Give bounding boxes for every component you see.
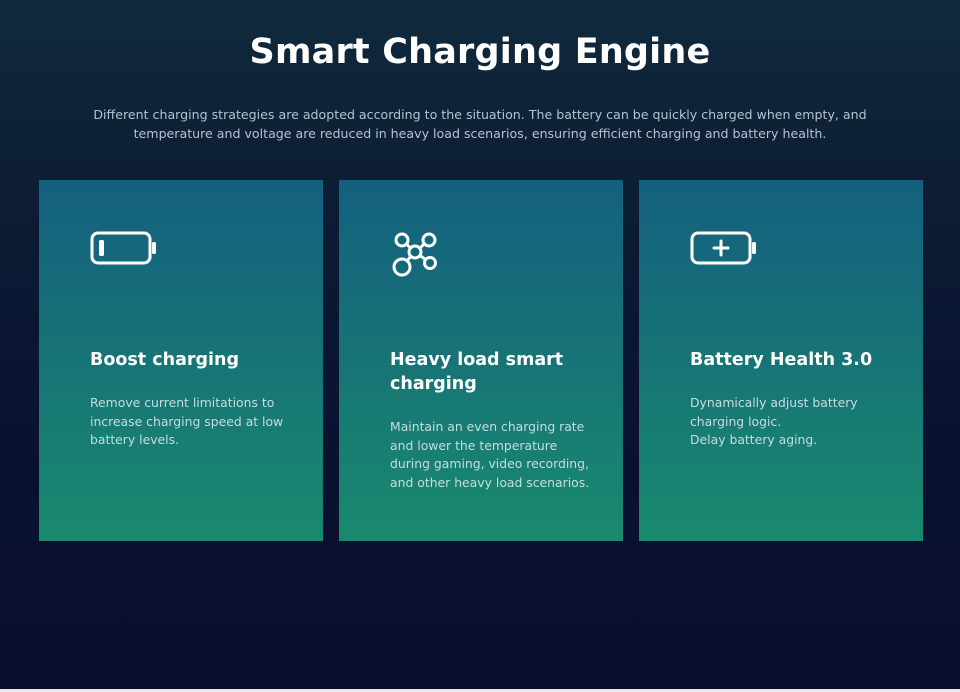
card-description-line: Dynamically adjust battery: [690, 395, 858, 410]
bottom-divider: [0, 689, 960, 692]
card-description-line: increase charging speed at low: [90, 413, 284, 429]
card-title: Boost charging: [90, 350, 240, 370]
page-subtitle: Different charging strategies are adopte…: [80, 106, 880, 143]
battery-low-icon: [90, 230, 160, 282]
battery-plus-icon: [690, 230, 760, 282]
card-title: Battery Health 3.0: [690, 350, 873, 370]
subtitle-line-1: Different charging strategies are adopte…: [93, 107, 867, 122]
feature-card-boost-charging: Boost charging Remove current limitation…: [39, 180, 323, 541]
card-description: Remove current limitations to increase ch…: [90, 394, 295, 450]
card-description-line: charging logic.: [690, 413, 782, 429]
card-description-line: during gaming, video recording,: [390, 456, 589, 471]
card-description-line: and lower the temperature: [390, 437, 558, 453]
card-title-line: Heavy load smart: [390, 350, 564, 370]
molecule-network-icon: [390, 230, 460, 282]
card-description: Dynamically adjust battery charging logic…: [690, 394, 895, 450]
subtitle-line-2: temperature and voltage are reduced in h…: [133, 125, 827, 141]
feature-cards: Boost charging Remove current limitation…: [39, 180, 923, 541]
card-description-line: Remove current limitations to: [90, 395, 275, 410]
card-title: Heavy load smart charging: [390, 348, 590, 396]
card-title-line: charging: [390, 374, 477, 394]
card-description-line: battery levels.: [90, 432, 180, 447]
card-description-line: Delay battery aging.: [690, 432, 818, 447]
page-title: Smart Charging Engine: [249, 32, 711, 72]
feature-card-heavy-load-charging: Heavy load smart charging Maintain an eve…: [339, 180, 623, 541]
card-description-line: and other heavy load scenarios.: [390, 474, 590, 490]
card-description-line: Maintain an even charging rate: [390, 419, 585, 434]
feature-card-battery-health: Battery Health 3.0 Dynamically adjust ba…: [639, 180, 923, 541]
card-description: Maintain an even charging rate and lower …: [390, 418, 595, 492]
